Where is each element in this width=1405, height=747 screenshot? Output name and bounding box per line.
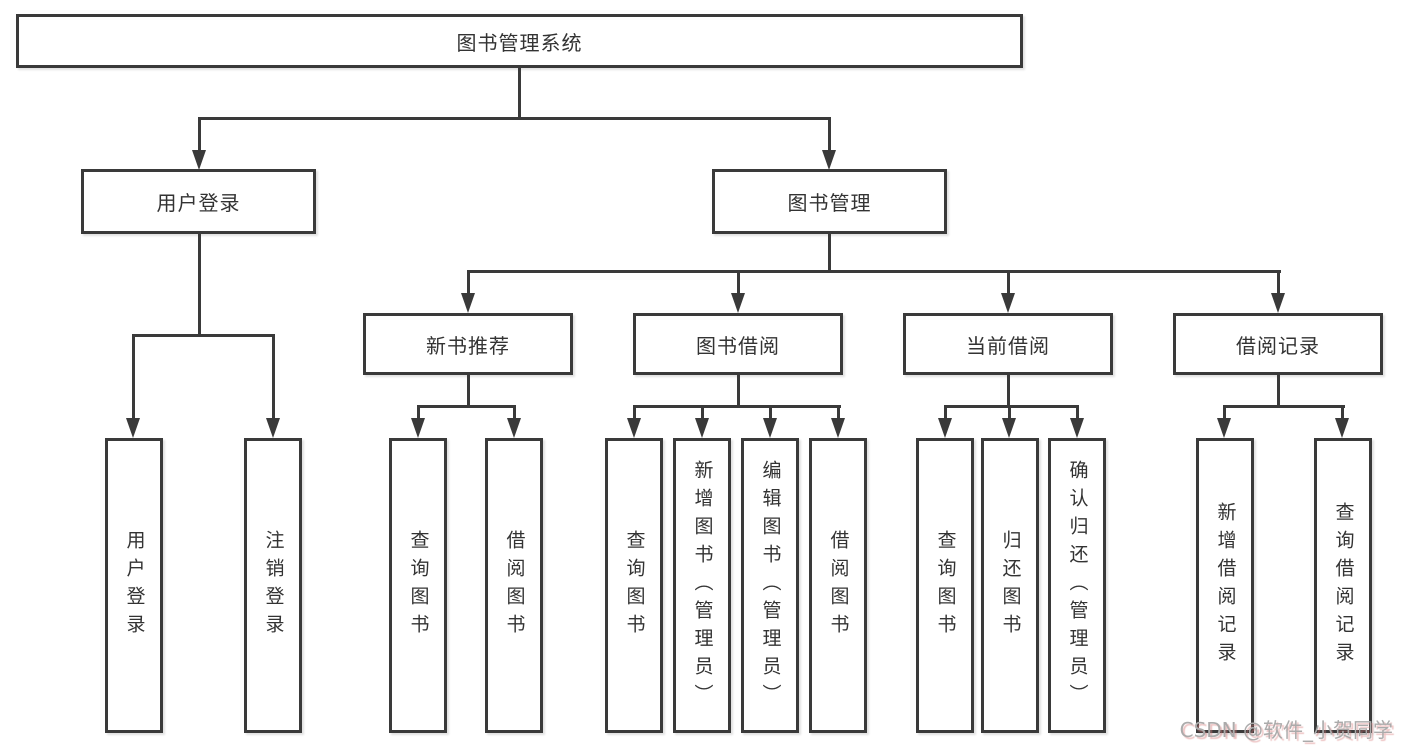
leaf-recommend-query-books-label: 查询图书: [407, 529, 430, 642]
watermark: CSDN @软件_小贺同学: [1179, 718, 1393, 742]
arrow-down-icon: [507, 418, 521, 438]
connector-borrow-stem: [737, 375, 740, 408]
connector-records-arm-1: [1223, 405, 1226, 418]
leaf-return-books: 归还图书: [981, 438, 1039, 733]
node-book-management-label: 图书管理: [787, 191, 872, 215]
connector-root-bar: [198, 117, 831, 120]
connector-userlogin-arm-left: [132, 334, 135, 418]
node-borrow-records-label: 借阅记录: [1236, 333, 1320, 358]
arrow-down-icon: [1217, 418, 1231, 438]
connector-current-arm-1: [944, 405, 947, 418]
leaf-add-borrow-record: 新增借阅记录: [1196, 438, 1254, 733]
connector-userlogin-bar: [132, 334, 274, 337]
node-root: 图书管理系统: [16, 14, 1023, 68]
connector-records-bar: [1223, 405, 1345, 408]
connector-records-arm-2: [1341, 405, 1344, 418]
connector-bookmgmt-bar: [467, 270, 1281, 273]
leaf-recommend-borrow-books: 借阅图书: [485, 438, 543, 733]
connector-bookmgmt-arm-4: [1277, 270, 1280, 293]
node-book-borrow: 图书借阅: [633, 313, 843, 375]
node-new-book-recommend-label: 新书推荐: [426, 333, 510, 358]
arrow-down-icon: [822, 150, 836, 170]
leaf-borrow-query-books: 查询图书: [605, 438, 663, 733]
leaf-query-borrow-record-label: 查询借阅记录: [1332, 501, 1355, 670]
leaf-current-query-books-label: 查询图书: [934, 529, 957, 642]
arrow-down-icon: [831, 418, 845, 438]
leaf-borrow-books: 借阅图书: [809, 438, 867, 733]
arrow-down-icon: [461, 293, 475, 313]
connector-bookmgmt-arm-1: [467, 270, 470, 293]
arrow-down-icon: [627, 418, 641, 438]
arrow-down-icon: [1070, 418, 1084, 438]
connector-borrow-arm-2: [701, 405, 704, 418]
leaf-query-borrow-record: 查询借阅记录: [1314, 438, 1372, 733]
connector-current-arm-3: [1076, 405, 1079, 418]
node-new-book-recommend: 新书推荐: [363, 313, 573, 375]
leaf-return-books-label: 归还图书: [999, 529, 1022, 642]
node-borrow-records: 借阅记录: [1173, 313, 1383, 375]
leaf-add-books-admin-label: 新增图书（管理员）: [691, 459, 714, 712]
connector-bookmgmt-arm-3: [1007, 270, 1010, 293]
leaf-current-query-books: 查询图书: [916, 438, 974, 733]
leaf-user-login-label: 用户登录: [123, 529, 146, 642]
leaf-logout-label: 注销登录: [262, 529, 285, 642]
connector-borrow-arm-1: [633, 405, 636, 418]
leaf-edit-books-admin: 编辑图书（管理员）: [741, 438, 799, 733]
node-current-borrow: 当前借阅: [903, 313, 1113, 375]
leaf-edit-books-admin-label: 编辑图书（管理员）: [759, 459, 782, 712]
arrow-down-icon: [411, 418, 425, 438]
connector-userlogin-arm-right: [272, 334, 275, 418]
leaf-user-login: 用户登录: [105, 438, 163, 733]
connector-root-arm-right: [828, 117, 831, 150]
arrow-down-icon: [266, 418, 280, 438]
node-book-management: 图书管理: [712, 169, 947, 234]
connector-bookmgmt-arm-2: [737, 270, 740, 293]
leaf-recommend-query-books: 查询图书: [389, 438, 447, 733]
connector-newbook-stem: [467, 375, 470, 408]
arrow-down-icon: [1271, 293, 1285, 313]
connector-borrow-arm-4: [837, 405, 840, 418]
connector-current-arm-2: [1008, 405, 1011, 418]
node-current-borrow-label: 当前借阅: [966, 333, 1050, 358]
leaf-confirm-return-admin: 确认归还（管理员）: [1048, 438, 1106, 733]
connector-records-stem: [1277, 375, 1280, 408]
leaf-borrow-books-label: 借阅图书: [827, 529, 850, 642]
node-user-login: 用户登录: [81, 169, 316, 234]
leaf-recommend-borrow-books-label: 借阅图书: [503, 529, 526, 642]
leaf-add-books-admin: 新增图书（管理员）: [673, 438, 731, 733]
connector-root-stem: [518, 68, 521, 120]
node-root-label: 图书管理系统: [456, 30, 583, 55]
arrow-down-icon: [126, 418, 140, 438]
arrow-down-icon: [1001, 293, 1015, 313]
connector-borrow-bar: [633, 405, 841, 408]
leaf-logout: 注销登录: [244, 438, 302, 733]
arrow-down-icon: [695, 418, 709, 438]
connector-current-stem: [1007, 375, 1010, 408]
connector-newbook-arm-1: [417, 405, 420, 418]
leaf-borrow-query-books-label: 查询图书: [623, 529, 646, 642]
connector-userlogin-stem: [198, 234, 201, 337]
node-user-login-label: 用户登录: [156, 191, 241, 215]
arrow-down-icon: [1335, 418, 1349, 438]
connector-newbook-bar: [417, 405, 516, 408]
connector-bookmgmt-stem: [828, 233, 831, 273]
arrow-down-icon: [731, 293, 745, 313]
arrow-down-icon: [192, 150, 206, 170]
connector-newbook-arm-2: [513, 405, 516, 418]
connector-root-arm-left: [198, 117, 201, 150]
connector-current-bar: [944, 405, 1079, 408]
node-book-borrow-label: 图书借阅: [696, 333, 780, 358]
arrow-down-icon: [763, 418, 777, 438]
leaf-add-borrow-record-label: 新增借阅记录: [1214, 501, 1237, 670]
arrow-down-icon: [1002, 418, 1016, 438]
connector-borrow-arm-3: [769, 405, 772, 418]
arrow-down-icon: [938, 418, 952, 438]
leaf-confirm-return-admin-label: 确认归还（管理员）: [1066, 459, 1089, 712]
